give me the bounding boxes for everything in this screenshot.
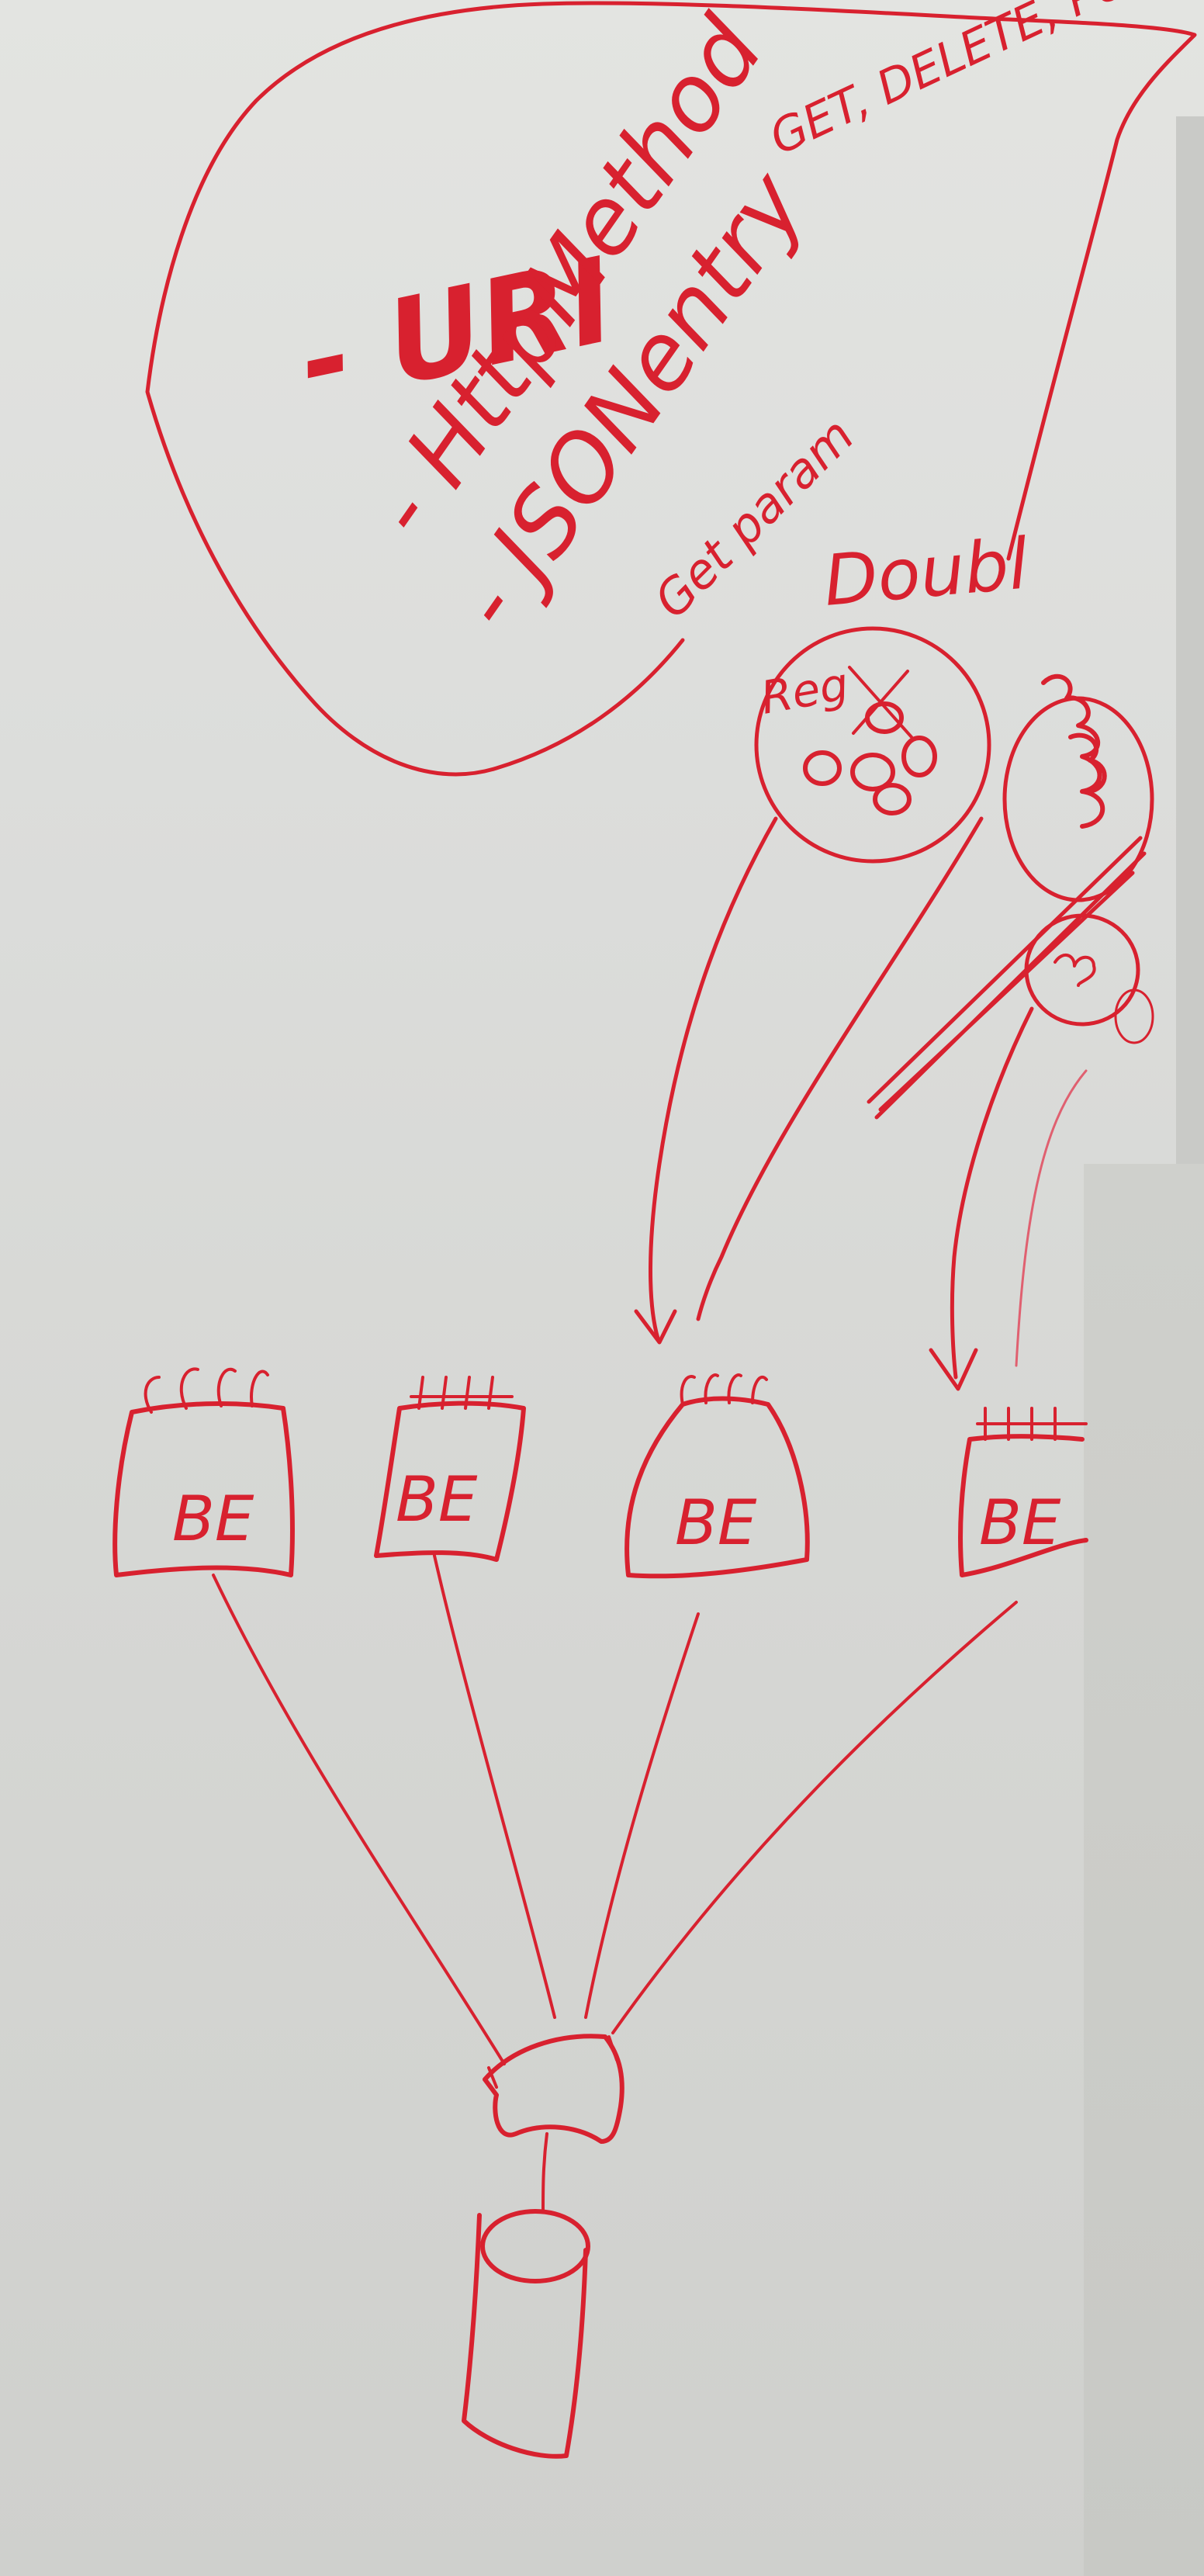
side-node-chain xyxy=(1041,673,1107,829)
service-label: Doubl xyxy=(821,523,1032,622)
hub-node xyxy=(483,2034,624,2144)
node-blob-4 xyxy=(901,736,937,777)
arrow-head-be3 xyxy=(634,1309,677,1345)
link-be1-hub xyxy=(212,1574,506,2065)
node-blob-3 xyxy=(850,753,895,791)
strike-lines xyxy=(867,836,1147,1120)
arrow-side-to-be3 xyxy=(696,816,984,1321)
node-blob-5 xyxy=(873,783,912,815)
link-hub-db xyxy=(541,2132,548,2213)
arrow-service-to-be3 xyxy=(649,816,778,1341)
backend-label-1: BE xyxy=(172,1483,254,1555)
backend-box-3: BE xyxy=(624,1373,810,1579)
backend-label-3: BE xyxy=(675,1487,757,1559)
reg-label: Reg xyxy=(757,657,853,725)
arrow-small-to-be4 xyxy=(950,1006,1034,1380)
arrow-head-be4 xyxy=(929,1348,978,1391)
faint-arrow xyxy=(1015,1069,1088,1367)
board-edge-strip-lower xyxy=(1084,1164,1204,2576)
board-edge-strip xyxy=(1176,116,1204,1164)
backend-box-1: BE xyxy=(112,1367,295,1577)
database-icon xyxy=(462,2209,590,2459)
small-node-label xyxy=(1054,954,1096,987)
link-be2-hub xyxy=(433,1554,556,2019)
backend-box-2: BE xyxy=(374,1376,526,1562)
tiny-node xyxy=(1114,989,1154,1044)
request-bubble xyxy=(145,1,1197,777)
link-be3-hub xyxy=(584,1612,700,2019)
backend-label-2: BE xyxy=(396,1463,478,1536)
node-blob-2 xyxy=(865,701,904,734)
node-blob-1 xyxy=(803,750,842,786)
backend-box-4: BE xyxy=(958,1407,1088,1577)
link-be4-hub xyxy=(611,1601,1018,2034)
service-node xyxy=(754,626,991,864)
backend-label-4: BE xyxy=(979,1487,1061,1559)
hub-tick xyxy=(487,2035,618,2089)
